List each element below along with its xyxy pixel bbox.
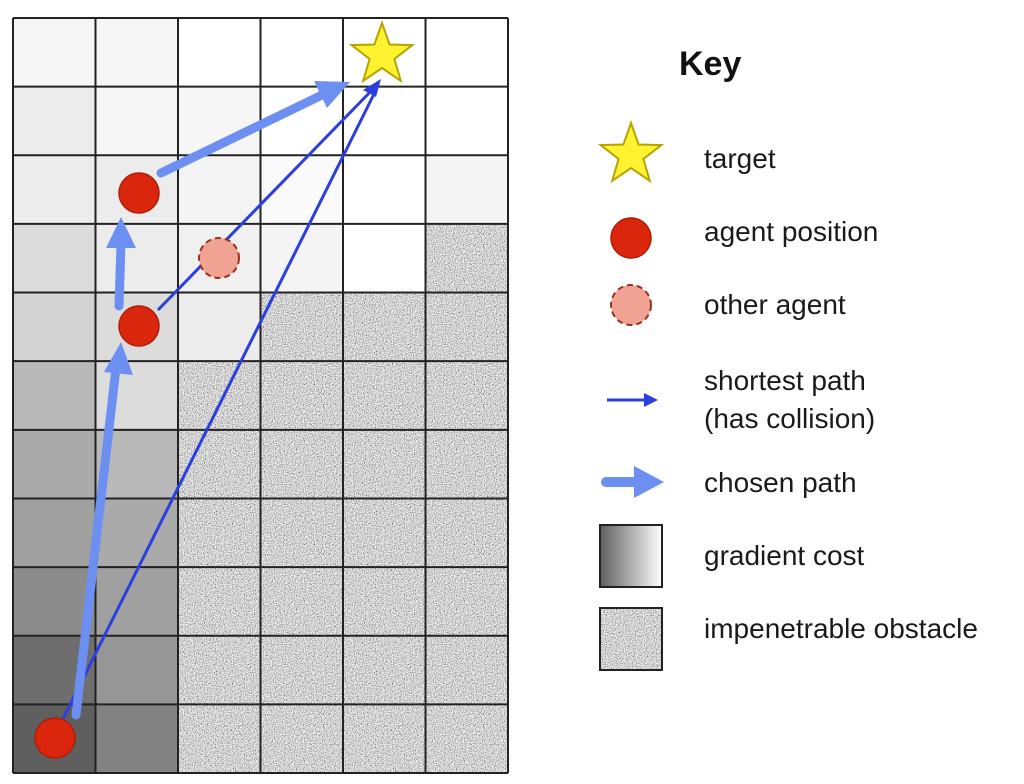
obstacle-cell: [260, 567, 343, 636]
legend-label-gradient-cost: gradient cost: [704, 540, 865, 571]
star-icon: [597, 119, 665, 184]
obstacle-cell: [178, 361, 261, 430]
cost-cell: [95, 18, 178, 87]
thick-arrow-icon: [601, 466, 664, 498]
obstacle-cell: [260, 498, 343, 568]
obstacle-cell: [260, 635, 343, 705]
cost-cell: [425, 155, 508, 224]
gradient-square-icon: [599, 524, 663, 588]
obstacle-cell: [178, 635, 261, 705]
cost-cell: [13, 567, 96, 636]
agent-position-1: [118, 305, 160, 347]
obstacle-cell: [260, 429, 343, 499]
cost-cell: [260, 155, 343, 224]
chosen-path-segment: [71, 363, 121, 720]
obstacle-cell: [343, 498, 426, 568]
chosen-path-segment: [114, 239, 126, 311]
legend-label-chosen-path: chosen path: [704, 467, 857, 498]
obstacle-cell: [260, 361, 343, 430]
legend-label-impenetrable-obstacle: impenetrable obstacle: [704, 613, 978, 644]
legend-label-agent-position: agent position: [704, 216, 878, 247]
obstacle-cell: [425, 567, 508, 636]
cost-cell: [13, 86, 96, 156]
shortest-paths: [58, 79, 381, 726]
agent-dot-icon: [610, 217, 652, 259]
cost-cell: [13, 292, 96, 362]
thin-arrow-icon: [607, 393, 658, 407]
shortest-path-from-mid: [156, 86, 376, 312]
cost-cell: [260, 18, 343, 87]
obstacle-cell: [425, 361, 508, 430]
target-star-icon: [348, 19, 416, 84]
cost-cell: [13, 498, 96, 568]
obstacle-cell: [425, 704, 508, 773]
cost-cell: [178, 18, 261, 87]
cost-cell: [260, 223, 343, 293]
shortest-path-from-start: [58, 89, 378, 726]
cost-cell: [343, 155, 426, 224]
cost-cell: [95, 86, 178, 156]
obstacle-cell: [178, 567, 261, 636]
other-agent: [198, 237, 240, 279]
obstacle-cell: [425, 498, 508, 568]
noise-square-icon: [599, 607, 663, 671]
obstacle-cell: [178, 498, 261, 568]
cost-cell: [13, 361, 96, 430]
cost-cell: [95, 498, 178, 568]
legend-label-target: target: [704, 143, 776, 174]
dashed-dot-icon: [610, 284, 652, 326]
cost-cell: [13, 223, 96, 293]
legend-label-shortest-path: shortest path: [704, 365, 866, 396]
cost-grid: [13, 18, 508, 773]
cost-cell: [425, 18, 508, 87]
obstacle-cell: [425, 223, 508, 293]
cost-cell: [178, 292, 261, 362]
cost-cell: [95, 704, 178, 773]
obstacle-cell: [343, 361, 426, 430]
obstacle-cell: [343, 292, 426, 362]
chosen-path: [71, 81, 350, 720]
cost-cell: [13, 18, 96, 87]
cost-cell: [13, 429, 96, 499]
obstacle-cell: [178, 429, 261, 499]
legend-label-other-agent: other agent: [704, 289, 846, 320]
chosen-path-arrowhead: [314, 81, 350, 108]
legend-title: Key: [679, 45, 741, 83]
cost-cell: [425, 86, 508, 156]
obstacle-cell: [425, 429, 508, 499]
chosen-path-segment: [156, 90, 327, 178]
shortest-path-arrowhead: [363, 79, 381, 97]
chosen-path-arrowhead: [106, 217, 136, 248]
obstacle-cell: [178, 704, 261, 773]
agents: [34, 172, 240, 759]
cost-cell: [13, 155, 96, 224]
cost-cell: [95, 223, 178, 293]
obstacle-cell: [260, 292, 343, 362]
obstacle-cell: [425, 292, 508, 362]
agent-position-2: [118, 172, 160, 214]
obstacle-cell: [343, 704, 426, 773]
legend-label-has-collision: (has collision): [704, 403, 875, 434]
obstacle-cell: [343, 567, 426, 636]
cost-cell: [343, 223, 426, 293]
cost-cell: [95, 635, 178, 705]
legend: Key target agent position other agent sh…: [597, 45, 978, 671]
chosen-path-arrowhead: [104, 342, 133, 375]
cost-cell: [178, 155, 261, 224]
cost-cell: [343, 86, 426, 156]
obstacle-cell: [425, 635, 508, 705]
obstacle-cell: [343, 429, 426, 499]
agent-start: [34, 717, 76, 759]
obstacle-cell: [260, 704, 343, 773]
obstacle-cell: [343, 635, 426, 705]
